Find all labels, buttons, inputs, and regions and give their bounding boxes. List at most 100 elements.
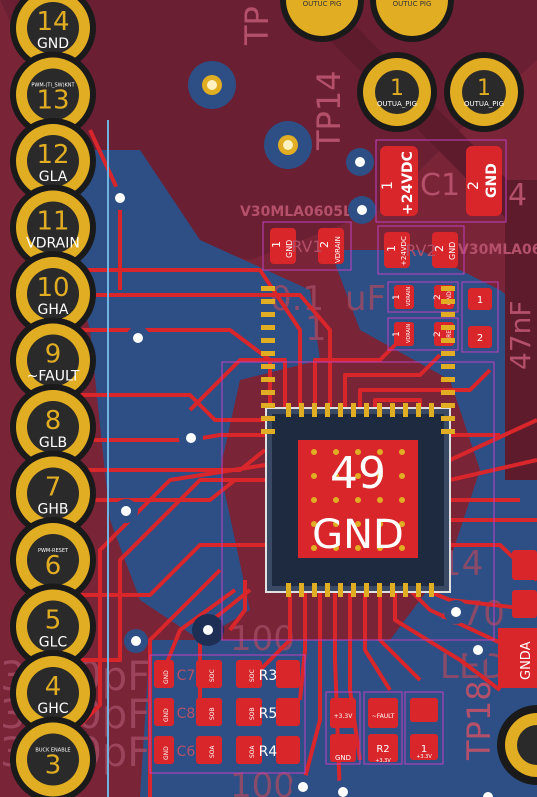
tp-right-pin-number: 1	[477, 76, 491, 101]
rv1-pin1-number: 1	[270, 241, 283, 248]
header-pin-number: 12	[36, 140, 69, 170]
header-pin-label: GHA	[38, 302, 69, 318]
rv2-pin1-net: +24VDC	[400, 236, 408, 266]
varistor-rv1[interactable]: RV1 1 GND 2 VDRAIN	[262, 221, 352, 271]
test-point-tp14[interactable]: 1 OUTUA_PIG	[357, 52, 437, 132]
thermal-vias	[311, 449, 405, 551]
rv1-ref: RV1	[291, 237, 322, 256]
silk-value-uf: uF	[345, 279, 386, 319]
c8v-pin2-number: 2	[477, 333, 483, 344]
silk-varistor-left: V30MLA0605LN	[240, 204, 364, 220]
rv1-pin2-number: 2	[318, 241, 331, 248]
pullup-resistor-a[interactable]: +3.3V GND	[325, 691, 361, 765]
rb-net1: ~FAULT	[372, 713, 395, 720]
header-pin-label: PWM-(TI_SW)KNT	[31, 83, 75, 89]
silk-value-100b: 100	[230, 766, 295, 797]
pin-header: 14GND13PWM-(TI_SW)KNT12GLA11VDRAIN10GHA9…	[10, 0, 96, 797]
rc-pin-number: 1	[421, 744, 427, 755]
pullup-resistor-b[interactable]: ~FAULT R2 +3.3V	[363, 691, 403, 765]
cap-signal-net: SOA	[209, 745, 216, 758]
capacitor-c1[interactable]: 1 +24VDC 2 GND	[375, 139, 507, 223]
res-ref: R5	[259, 706, 278, 722]
cap1-pin2-net: GND	[446, 291, 453, 305]
top-pad-label-2: OUTUC PIG	[393, 0, 432, 8]
cap-ref: C7	[177, 668, 196, 684]
header-pin-number: 7	[45, 473, 62, 503]
side-resistor-pads[interactable]	[512, 550, 537, 618]
header-pin-number: 3	[45, 751, 62, 781]
bottom-copper-pour-right	[330, 250, 537, 797]
header-pin-number: 6	[45, 551, 62, 581]
rv2-pin2-number: 2	[433, 245, 446, 252]
rv2-ref: RV2	[405, 241, 436, 260]
header-pin-label: GLB	[39, 435, 67, 451]
header-pin-number: 4	[45, 672, 62, 702]
header-pin-number: 5	[45, 606, 62, 636]
exposed-pad-pin-number: 49	[330, 448, 386, 499]
cap-gnd-net: GND	[163, 746, 170, 760]
c8v-pin1-number: 1	[477, 295, 483, 306]
ra-net2: GND	[335, 754, 351, 762]
c1-pin1-net: +24VDC	[400, 151, 416, 215]
rv2-pin1-number: 1	[385, 245, 398, 252]
header-pin-number: 13	[36, 86, 69, 116]
cap-gnd-net: GND	[163, 670, 170, 684]
vias	[108, 61, 500, 797]
c1-pin2-number: 2	[466, 181, 482, 190]
cap-ref: C6	[177, 744, 196, 760]
chip-perimeter-pads	[261, 286, 455, 597]
header-pin-9[interactable]: 9~FAULT	[10, 317, 96, 404]
cap2-pin1-number: 1	[392, 331, 402, 337]
rv1-pin1-net: GND	[285, 240, 294, 258]
header-pin-label: VDRAIN	[26, 236, 80, 252]
cap-signal-net: SOC	[209, 669, 216, 682]
res-signal-net: SOC	[249, 669, 256, 682]
c1-pin2-net: GND	[484, 163, 500, 198]
gnda-pad[interactable]: GNDA	[498, 628, 537, 688]
pullup-resistor-c[interactable]: 1 +3.3V	[404, 691, 444, 765]
header-pin-label: GLC	[39, 635, 68, 651]
rb-ref: R2	[376, 744, 389, 755]
silk-4: 4	[508, 178, 527, 213]
varistor-rv2[interactable]: RV2 1 +24VDC 2 GND	[377, 225, 465, 275]
cap2-pin2-net: VREF	[446, 326, 453, 342]
c1-pin1-number: 1	[380, 181, 396, 190]
res-signal-net: SOB	[249, 707, 256, 720]
header-pin-label: ~FAULT	[27, 369, 80, 385]
silk-tp18: TP18	[460, 680, 498, 761]
tp14-net-label: OUTUA_PIG	[377, 100, 417, 108]
cap1-pin1-net: VDRAIN	[406, 287, 412, 306]
ic-qfn-driver[interactable]: 49 GND	[221, 286, 495, 641]
res-signal-net: SOA	[249, 745, 256, 758]
tp-right-net-label: OUTUA_PIG	[464, 100, 504, 108]
cap2-pin1-net: VDRAIN	[406, 324, 412, 343]
silk-47nf: 47nF	[504, 301, 537, 370]
capacitor-c8-vertical[interactable]: 1 2	[461, 281, 499, 353]
cap-gnd-net: GND	[163, 708, 170, 722]
rv2-pin2-net: GND	[448, 242, 457, 260]
header-pin-number: 9	[45, 340, 62, 370]
test-point-right[interactable]: 1 OUTUA_PIG	[444, 52, 524, 132]
test-point-tp18[interactable]	[497, 705, 537, 785]
right-pour	[505, 180, 537, 480]
tp14-pin-number: 1	[390, 76, 404, 101]
res-ref: R4	[259, 744, 278, 760]
header-pin-number: 11	[36, 207, 69, 237]
rb-net3: +3.3V	[375, 758, 391, 764]
